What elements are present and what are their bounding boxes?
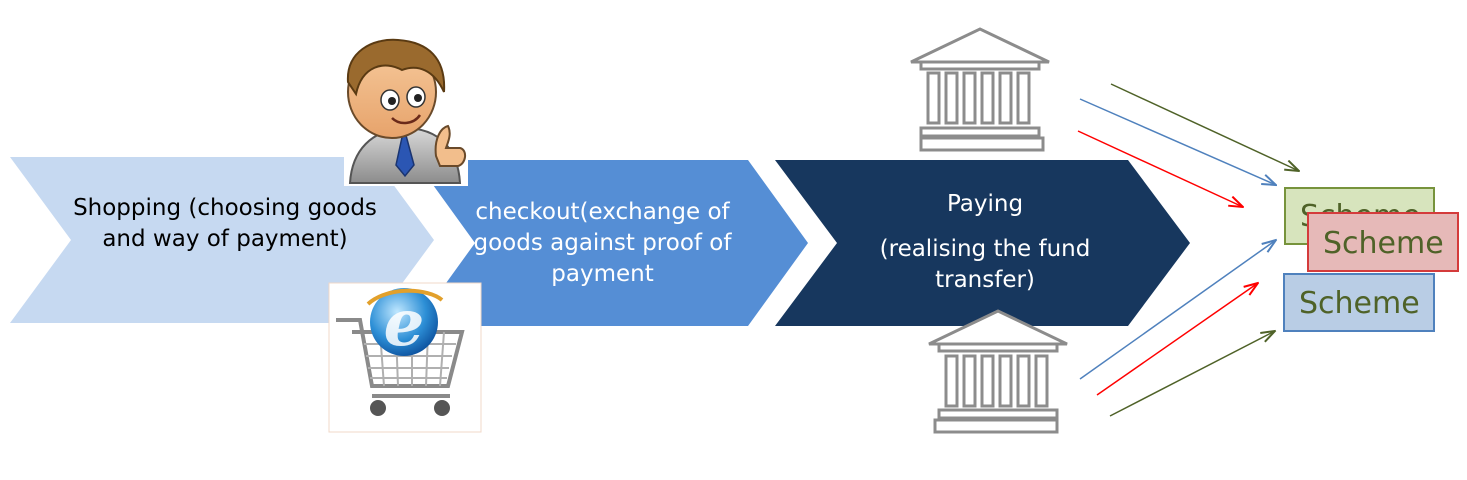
scheme-box-blue: Scheme xyxy=(1283,273,1435,332)
arrow-blue-mid xyxy=(1079,240,1276,380)
step-paying-title: Paying xyxy=(946,191,1024,217)
arrow-red-top xyxy=(1077,130,1243,207)
bank-building-icon xyxy=(910,27,1050,152)
e-shopping-cart-icon: e xyxy=(328,282,482,433)
arrow-olive-bottom xyxy=(1109,331,1275,417)
svg-text:e: e xyxy=(384,286,425,361)
customer-thumbs-up-icon xyxy=(344,38,468,186)
chevron-shopping xyxy=(10,157,434,323)
scheme-box-red: Scheme xyxy=(1307,212,1459,272)
step-shopping-label: Shopping (choosing goods and way of paym… xyxy=(73,195,377,252)
arrow-blue-top xyxy=(1079,98,1276,185)
bank-building-icon xyxy=(928,309,1068,434)
chevron-paying xyxy=(775,160,1190,326)
step-checkout-label: checkout(exchange of goods against proof… xyxy=(473,199,732,287)
arrow-olive-top xyxy=(1110,83,1299,171)
arrow-red-bottom xyxy=(1096,283,1258,396)
chevron-checkout xyxy=(415,160,808,326)
step-paying-subtitle: (realising the fund transfer) xyxy=(879,236,1091,293)
